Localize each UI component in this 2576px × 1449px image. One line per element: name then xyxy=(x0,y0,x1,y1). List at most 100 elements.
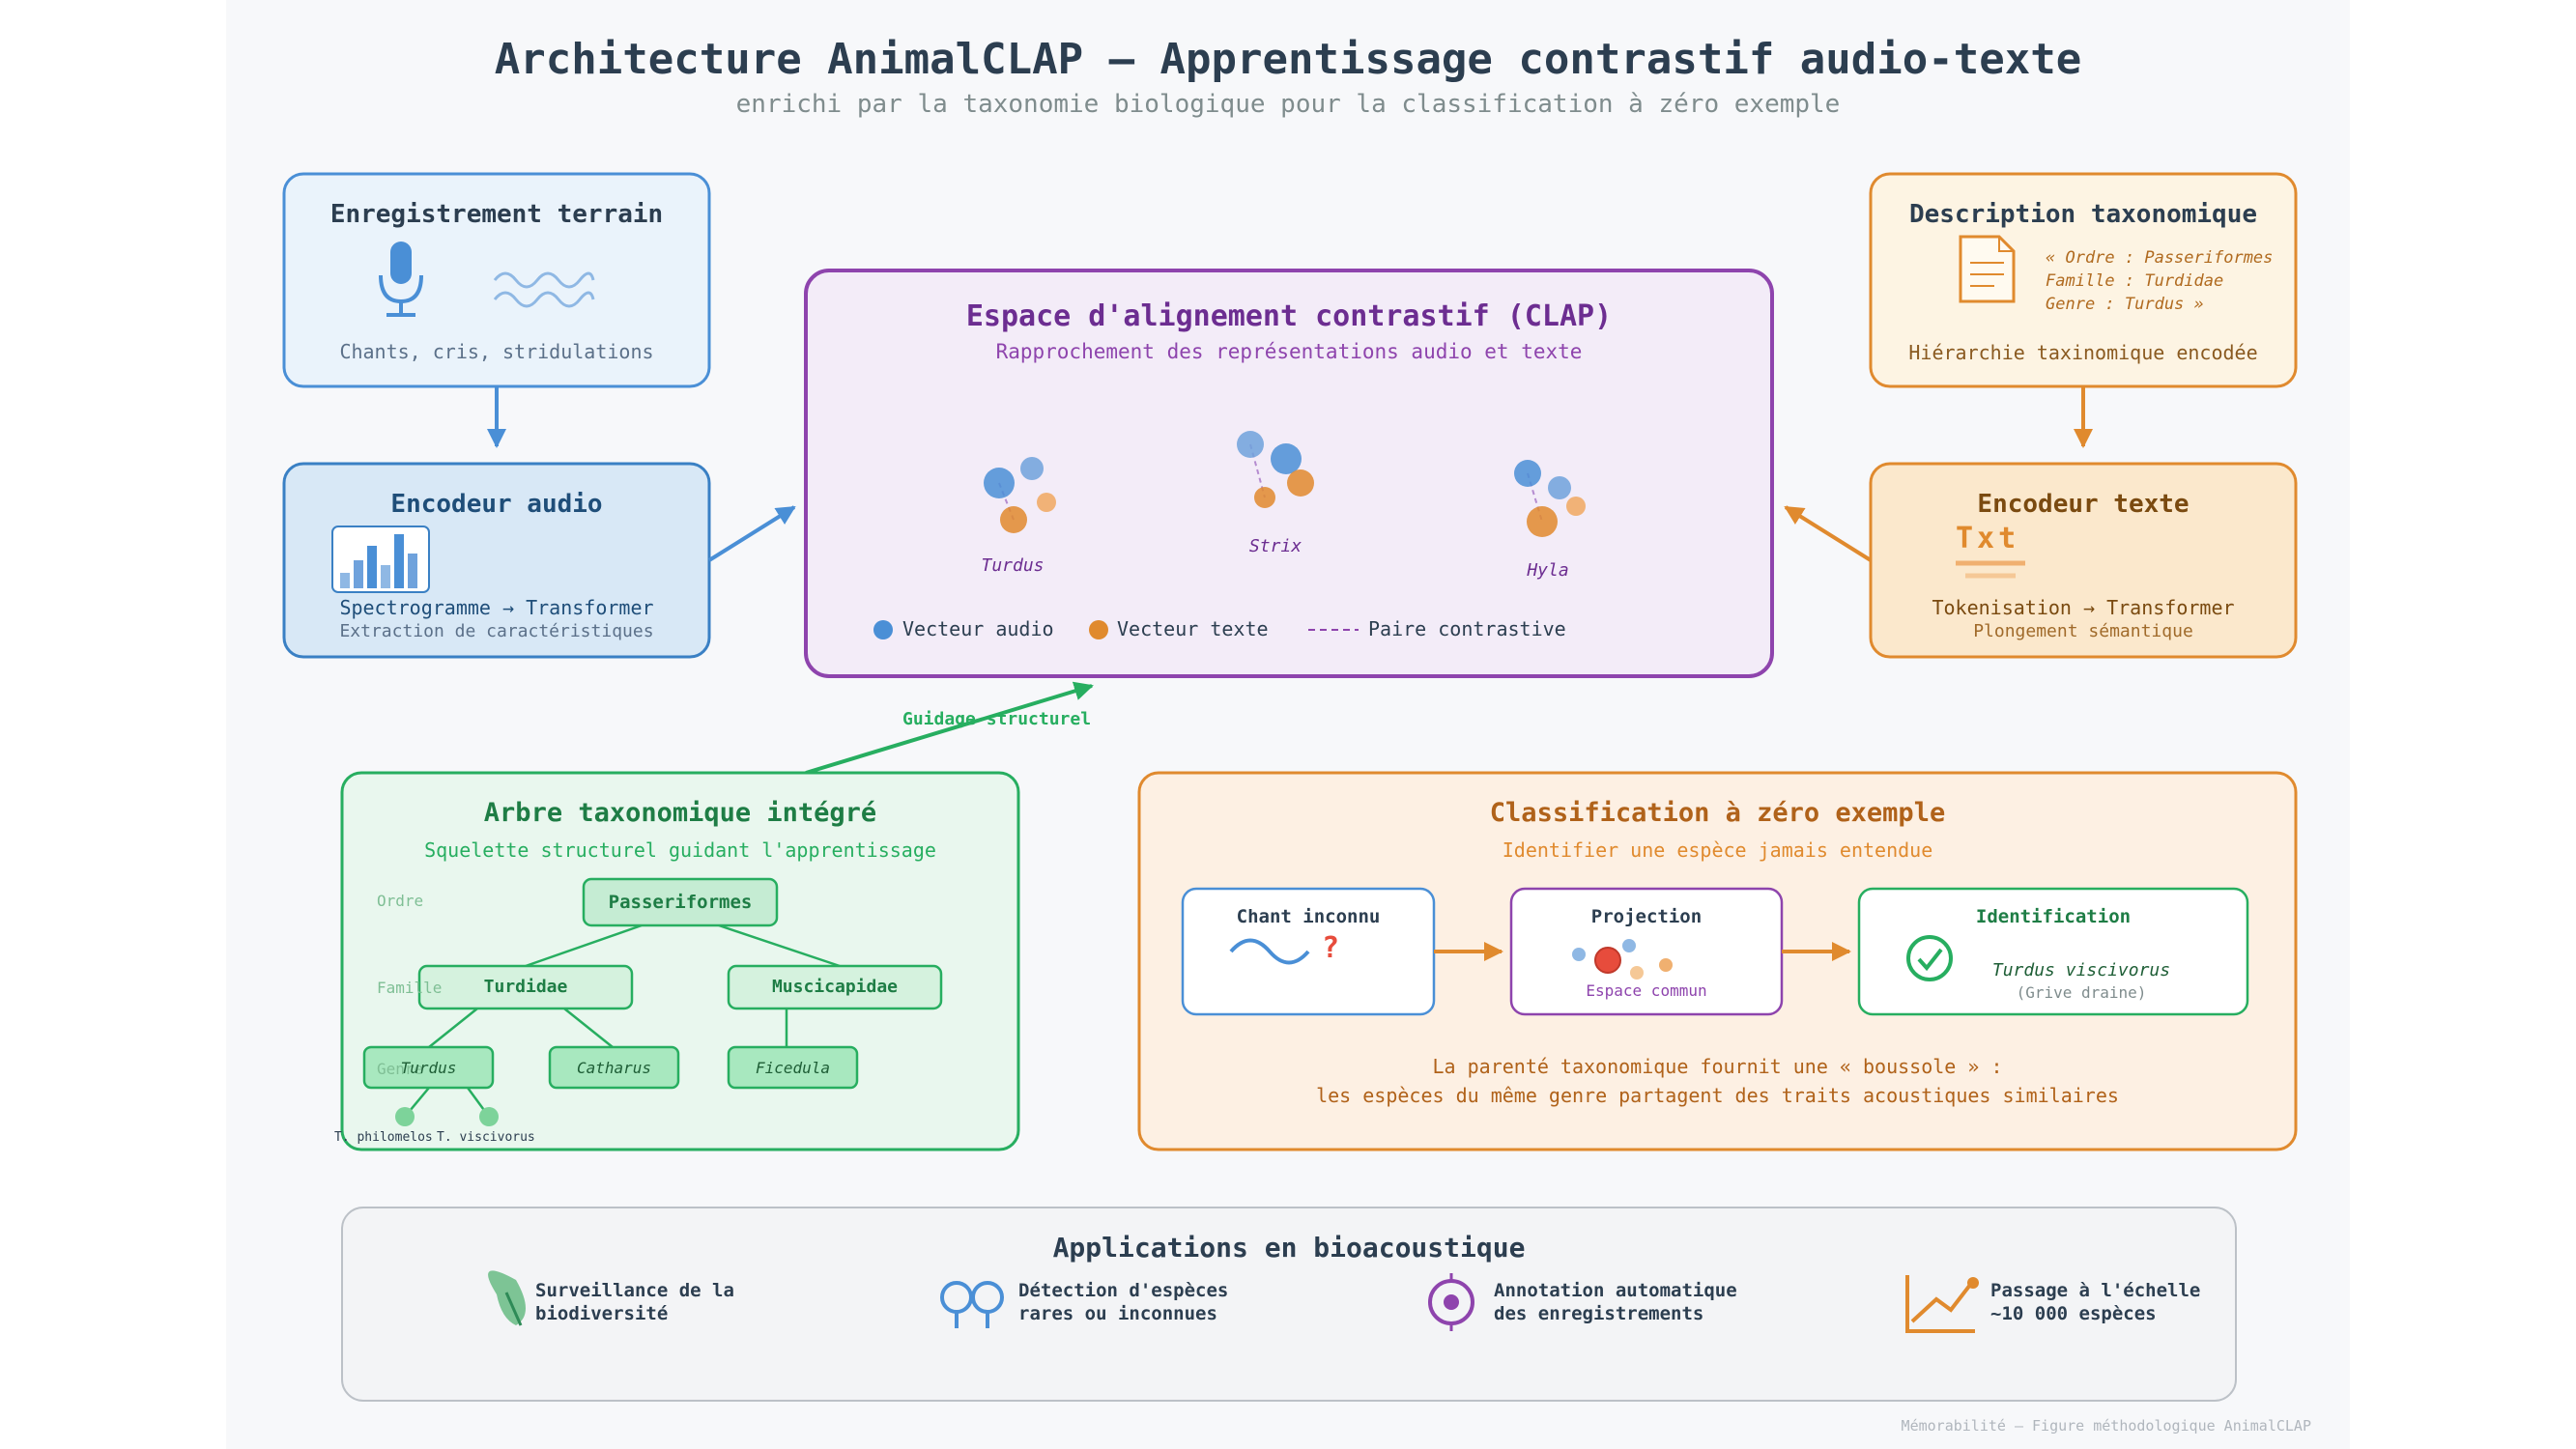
text-vector-point xyxy=(1254,487,1275,508)
cluster-label-strix: Strix xyxy=(1248,536,1302,556)
text-encoder-title: Encodeur texte xyxy=(1977,490,2190,519)
field-recording-caption: Chants, cris, stridulations xyxy=(339,340,654,363)
tree-edges xyxy=(404,923,841,1118)
applications-title: Applications en bioacoustique xyxy=(1052,1232,1526,1264)
zero-shot-note-line2: les espèces du même genre partagent des … xyxy=(1316,1084,2119,1107)
taxonomic-tree-box xyxy=(340,771,1020,1151)
audio-vector-point xyxy=(1548,476,1571,499)
text-encoder-line1: Tokenisation → Transformer xyxy=(1932,596,2235,619)
audio-vector-point xyxy=(1271,443,1302,474)
step-projection-title: Projection xyxy=(1590,906,1703,927)
tree-genus-catharus-label: Catharus xyxy=(576,1059,652,1077)
tree-node-genus-catharus xyxy=(548,1045,680,1090)
tree-family-turdidae-label: Turdidae xyxy=(483,977,568,997)
text-vector-point xyxy=(1037,493,1056,512)
projection-point xyxy=(1622,939,1636,952)
clap-subtitle: Rapprochement des représentations audio … xyxy=(995,340,1583,363)
taxonomic-description-title: Description taxonomique xyxy=(1908,200,2258,229)
microphone-icon xyxy=(379,242,423,317)
audio-encoder-line1: Spectrogramme → Transformer xyxy=(339,596,654,619)
unknown-question-mark: ? xyxy=(1322,931,1340,965)
tree-node-genus-ficedula xyxy=(727,1045,859,1090)
audio-encoder-line2: Extraction de caractéristiques xyxy=(339,621,654,641)
tree-node-family-muscicapidae xyxy=(727,964,943,1010)
zero-shot-subtitle: Identifier une espèce jamais entendue xyxy=(1502,838,1933,862)
tree-node-family-turdidae xyxy=(417,964,634,1010)
identified-species: Turdus viscivorus xyxy=(1991,960,2171,980)
legend-audio-label: Vecteur audio xyxy=(902,617,1054,640)
text-vector-point xyxy=(1527,506,1558,537)
taxonomic-line-genus: Genre : Turdus » xyxy=(2046,295,2204,314)
step-unknown-song-title: Chant inconnu xyxy=(1236,906,1381,927)
applications-box xyxy=(341,1207,2237,1402)
diagram-svg xyxy=(282,172,2298,1402)
app-annotation-line1: Annotation automatique xyxy=(1494,1280,1737,1301)
arrow-audio-to-clap xyxy=(707,505,796,562)
growth-chart-icon xyxy=(1905,1275,1979,1333)
app-rare-species-line2: rares ou inconnues xyxy=(1018,1303,1217,1324)
arrow-tree-to-clap xyxy=(805,681,1094,775)
page-title: Architecture AnimalCLAP — Apprentissage … xyxy=(494,35,2082,84)
tree-family-muscicapidae-label: Muscicapidae xyxy=(771,977,899,997)
clap-title: Espace d'alignement contrastif (CLAP) xyxy=(965,299,1613,333)
arrow-text-to-clap xyxy=(1784,505,1873,562)
audio-vector-point xyxy=(1237,431,1264,458)
cluster-label-hyla: Hyla xyxy=(1527,560,1569,581)
cluster-turdus xyxy=(984,457,1056,533)
tree-node-order xyxy=(582,877,779,927)
taxonomic-description-caption: Hiérarchie taxinomique encodée xyxy=(1908,341,2258,364)
tree-level-order: Ordre xyxy=(377,892,424,910)
projection-point xyxy=(1659,958,1673,972)
tree-level-genus: Genre xyxy=(377,1060,424,1078)
document-icon xyxy=(1959,235,2016,303)
sound-wave-icon xyxy=(493,271,595,308)
zero-shot-note-line1: La parenté taxonomique fournit une « bou… xyxy=(1432,1055,2003,1078)
text-vector-point xyxy=(1287,469,1314,497)
projection-query-point xyxy=(1594,947,1621,974)
figure-canvas: Architecture AnimalCLAP — Apprentissage … xyxy=(226,0,2350,1449)
page-subtitle: enrichi par la taxonomie biologique pour… xyxy=(735,90,1841,119)
legend-text-label: Vecteur texte xyxy=(1117,617,1269,640)
target-icon xyxy=(1428,1273,1474,1331)
tree-genus-ficedula-label: Ficedula xyxy=(755,1059,831,1077)
app-biodiversity-line1: Surveillance de la xyxy=(535,1280,734,1301)
tree-genus-turdus-label: Turdus xyxy=(400,1059,457,1077)
unknown-sound-wave-icon xyxy=(1229,938,1310,965)
guidance-label: Guidage structurel xyxy=(902,709,1092,729)
audio-vector-point xyxy=(984,468,1015,498)
field-recording-title: Enregistrement terrain xyxy=(329,200,664,229)
app-rare-species-line1: Détection d'espèces xyxy=(1018,1280,1229,1301)
app-biodiversity-line2: biodiversité xyxy=(535,1303,669,1324)
text-vector-point xyxy=(1000,506,1027,533)
tree-subtitle: Squelette structurel guidant l'apprentis… xyxy=(424,838,936,862)
projection-point xyxy=(1572,948,1586,961)
legend-audio-swatch xyxy=(873,620,893,639)
cluster-strix xyxy=(1237,431,1314,508)
audio-encoder-title: Encodeur audio xyxy=(390,490,603,519)
taxonomic-line-family: Famille : Turdidae xyxy=(2046,271,2224,291)
audio-vector-point xyxy=(1514,460,1541,487)
leaf-icon xyxy=(488,1270,526,1326)
legend-text-swatch xyxy=(1089,620,1108,639)
tree-title: Arbre taxonomique intégré xyxy=(483,798,877,828)
text-encoder-line2: Plongement sémantique xyxy=(1973,621,2193,641)
app-annotation-line2: des enregistrements xyxy=(1494,1303,1704,1324)
tree-level-family: Famille xyxy=(377,979,443,997)
audio-vector-point xyxy=(1020,457,1044,480)
zero-shot-title: Classification à zéro exemple xyxy=(1489,798,1946,828)
binoculars-icon xyxy=(940,1281,1004,1328)
footer-caption: Mémorabilité — Figure méthodologique Ani… xyxy=(1901,1417,2311,1435)
tree-species-philomelos: T. philomelos xyxy=(334,1130,433,1145)
tree-node-genus-turdus xyxy=(362,1045,495,1090)
check-circle-icon xyxy=(1906,935,1953,981)
spectrogram-icon xyxy=(331,526,430,593)
species-leaf xyxy=(479,1107,499,1126)
app-scaling-line1: Passage à l'échelle xyxy=(1990,1280,2201,1301)
taxonomic-line-order: « Ordre : Passeriformes xyxy=(2046,248,2274,268)
tree-order-label: Passeriformes xyxy=(608,892,753,913)
cluster-label-turdus: Turdus xyxy=(981,555,1045,576)
projection-point xyxy=(1630,966,1644,980)
app-scaling-line2: ~10 000 espèces xyxy=(1990,1303,2157,1324)
text-vector-point xyxy=(1566,497,1586,516)
step-identification-title: Identification xyxy=(1975,906,2132,927)
